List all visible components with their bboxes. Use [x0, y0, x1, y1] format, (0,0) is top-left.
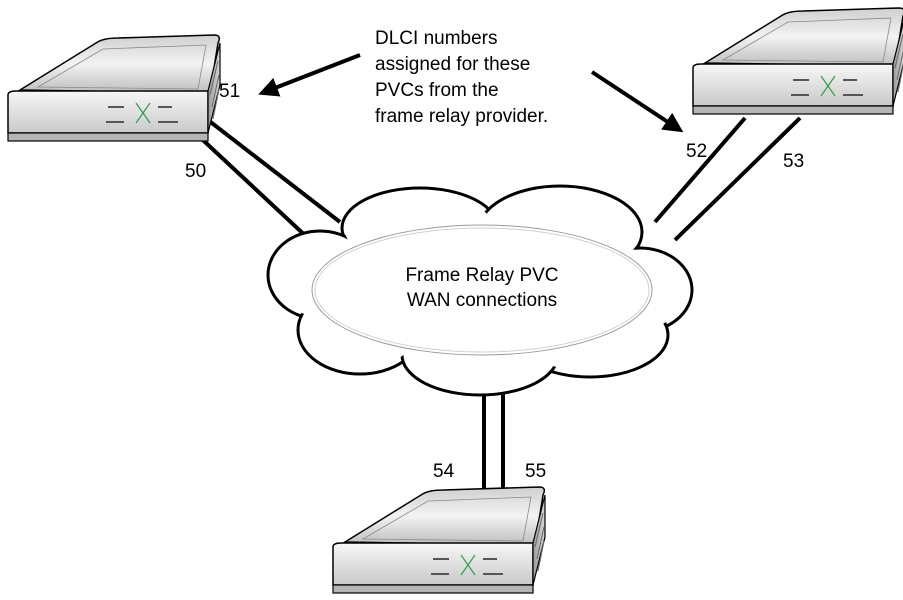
callout-line-4: frame relay provider. [375, 106, 548, 127]
router-bottom [332, 486, 546, 594]
pvc-link-top-right-53 [673, 116, 802, 242]
dlci-label-51: 51 [219, 81, 240, 102]
dlci-label-54: 54 [433, 461, 455, 482]
callout-line-2: assigned for these [375, 54, 530, 75]
cloud-label-line-2: WAN connections [407, 290, 557, 311]
callout-arrows [258, 53, 684, 133]
callout-arrow-left [258, 53, 361, 97]
router-status-leds [460, 554, 476, 576]
callout-text: DLCI numbers assigned for these PVCs fro… [375, 28, 548, 127]
router-top-left [7, 34, 221, 142]
dlci-label-53: 53 [783, 151, 804, 172]
callout-line-3: PVCs from the [375, 80, 499, 101]
frame-relay-cloud: Frame Relay PVC WAN connections [266, 184, 694, 397]
pvc-links [188, 108, 802, 490]
callout-arrow-right [590, 70, 684, 133]
dlci-label-50: 50 [185, 161, 206, 182]
pvc-link-top-left-50 [188, 126, 312, 242]
dlci-label-52: 52 [686, 141, 707, 162]
cloud-inner-outline [311, 224, 653, 356]
pvc-link-top-left-51 [193, 108, 342, 224]
dlci-label-55: 55 [525, 461, 546, 482]
cloud-label-line-1: Frame Relay PVC [405, 265, 558, 286]
router-top-right [692, 7, 903, 115]
callout-line-1: DLCI numbers [375, 28, 498, 49]
pvc-link-top-right-52 [653, 116, 747, 224]
router-status-leds [820, 75, 836, 97]
router-status-leds [135, 102, 151, 124]
